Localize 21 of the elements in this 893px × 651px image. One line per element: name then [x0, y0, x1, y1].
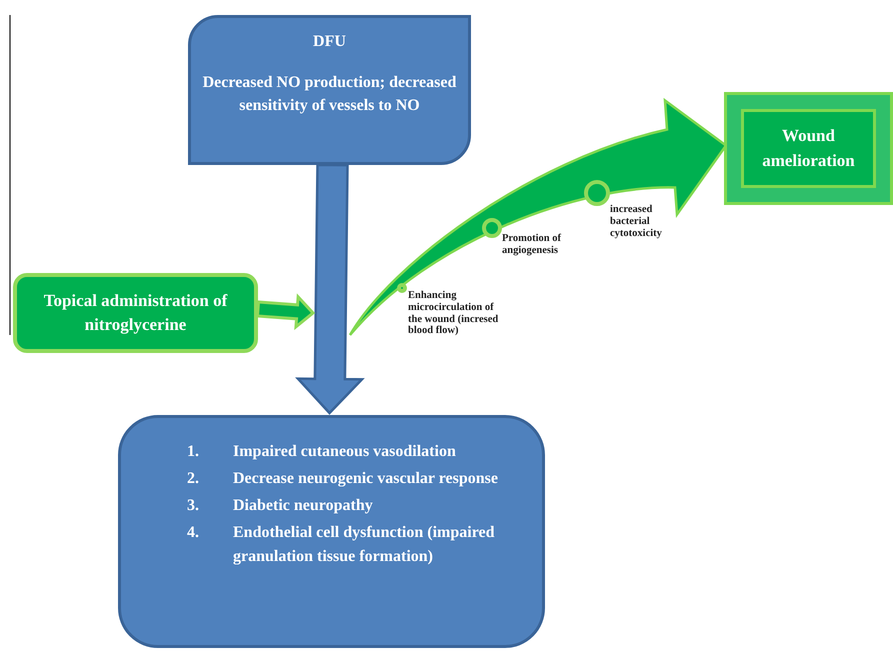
milestone-label: increased bacterial cytotoxicity	[610, 204, 663, 240]
milestone-label: Promotion of angiogenesis	[502, 233, 562, 256]
list-item: Endothelial cell dysfunction (impaired granulation tissue formation)	[233, 523, 496, 567]
list-box	[118, 415, 545, 648]
list-item: Impaired cutaneous vasodilation	[233, 442, 456, 462]
box-text: Decreased NO production; decreased sensitivity of vessels to NO	[202, 73, 458, 116]
outcome-box	[724, 92, 893, 205]
block-arrow	[295, 164, 365, 415]
list-item: Decrease neurogenic vascular response	[233, 469, 498, 489]
box-heading: DFU	[312, 32, 347, 52]
list-number: 4.	[187, 523, 199, 543]
process-box	[188, 15, 471, 165]
process-box	[13, 273, 258, 353]
box-text: Wound amelioration	[761, 124, 856, 172]
list-number: 2.	[187, 469, 199, 489]
list-item: Diabetic neuropathy	[233, 496, 373, 516]
block-arrow	[256, 293, 316, 330]
list-number: 3.	[187, 496, 199, 516]
list-number: 1.	[187, 442, 199, 462]
box-text: Topical administration of nitroglycerine	[42, 290, 228, 336]
milestone-label: Enhancing microcirculation of the wound (incresed blood flow)	[408, 290, 500, 337]
